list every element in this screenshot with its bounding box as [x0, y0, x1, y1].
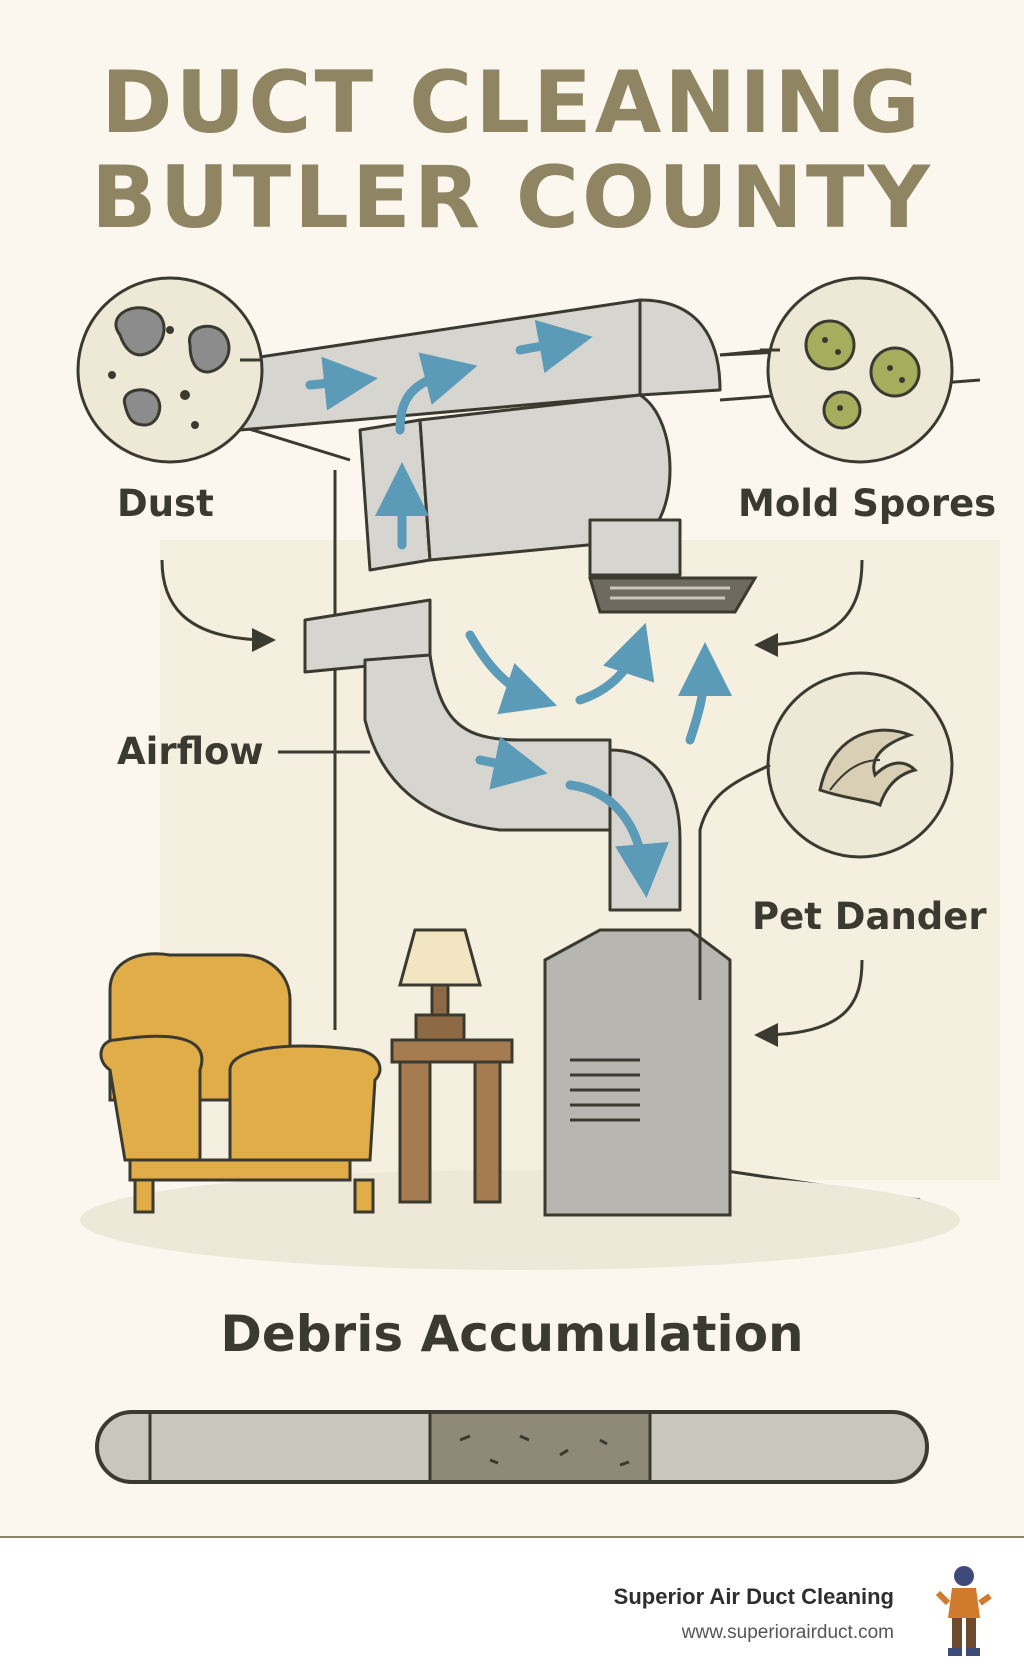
mold-spores-icon	[766, 276, 954, 464]
label-arrows	[160, 559, 864, 1047]
debris-accumulation-label: Debris Accumulation	[220, 1305, 804, 1363]
title-line-1: DUCT CLEANING	[101, 53, 923, 153]
callout-connectors	[240, 348, 780, 1000]
airflow-arrows	[305, 319, 732, 898]
mascot-logo-icon	[935, 1566, 992, 1656]
title-line-2: BUTLER COUNTY	[91, 148, 933, 248]
pet-dander-icon	[766, 671, 954, 859]
vent-grille-icon	[587, 576, 758, 614]
pet-dander-label: Pet Dander	[752, 895, 987, 938]
brand-name: Superior Air Duct Cleaning	[613, 1584, 894, 1609]
duct-illustration	[76, 276, 1000, 1484]
side-table-icon	[390, 1038, 514, 1204]
ductwork	[238, 298, 981, 912]
brand-url[interactable]: www.superiorairduct.com	[681, 1622, 894, 1643]
airflow-label: Airflow	[117, 730, 264, 773]
lamp-icon	[398, 928, 482, 1042]
armchair-icon	[99, 952, 382, 1214]
footer: Superior Air Duct Cleaning www.superiora…	[0, 1536, 1024, 1666]
debris-duct-icon	[95, 1410, 929, 1484]
mold-spores-label: Mold Spores	[738, 482, 997, 525]
dust-label: Dust	[117, 482, 214, 525]
dust-icon	[76, 276, 264, 464]
furnace-icon	[543, 928, 732, 1217]
brand-block: Superior Air Duct Cleaning www.superiora…	[614, 1584, 894, 1644]
